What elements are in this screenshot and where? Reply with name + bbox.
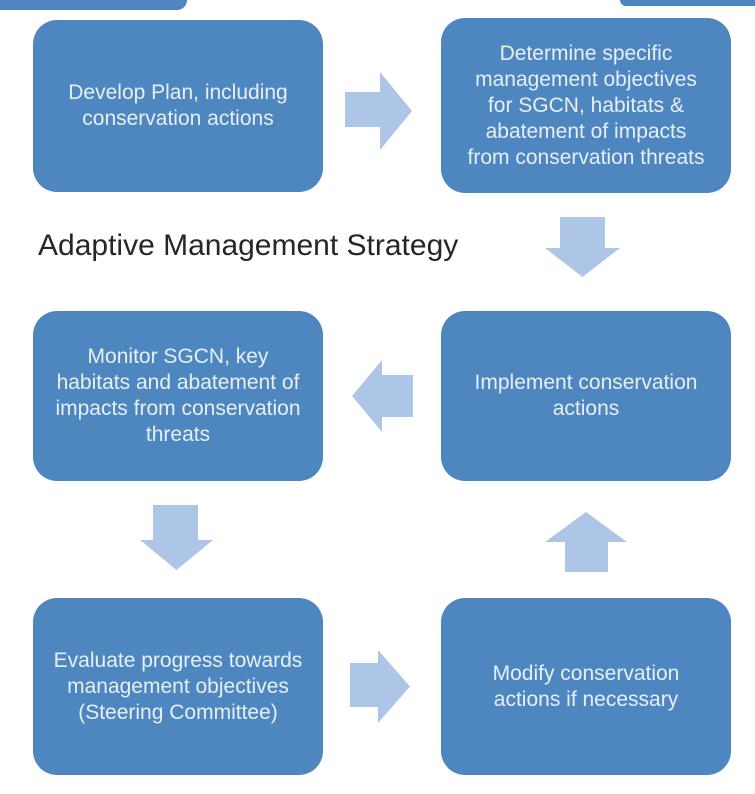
- cropped-shape-top-right: [620, 0, 755, 6]
- arrow-left-icon: [352, 360, 413, 432]
- arrow-right-shape: [350, 650, 410, 723]
- arrow-up-shape: [545, 512, 627, 572]
- arrow-down-shape: [545, 217, 620, 277]
- node-evaluate-progress: Evaluate progress towards management obj…: [33, 598, 323, 775]
- arrow-right-icon: [345, 72, 412, 150]
- arrow-down-icon: [545, 217, 620, 277]
- arrow-up-icon: [545, 512, 627, 572]
- node-determine-objectives: Determine specific management objectives…: [441, 18, 731, 193]
- diagram-title: Adaptive Management Strategy: [38, 229, 459, 262]
- node-develop-plan-label: Develop Plan, including conservation act…: [68, 81, 288, 130]
- node-determine-objectives-label: Determine specific management objectives…: [467, 41, 705, 169]
- node-evaluate-progress-label: Evaluate progress towards management obj…: [53, 648, 303, 724]
- node-modify-actions: Modify conservation actions if necessary: [441, 598, 731, 775]
- node-implement-actions-label: Implement conservation actions: [474, 371, 698, 420]
- arrow-down-shape: [140, 505, 213, 570]
- node-modify-actions-label: Modify conservation actions if necessary: [492, 661, 680, 711]
- cropped-shape-top-left: [0, 0, 187, 10]
- arrow-right-icon: [350, 650, 410, 723]
- arrow-down-icon: [140, 505, 213, 570]
- arrow-left-shape: [352, 360, 413, 432]
- node-develop-plan: Develop Plan, including conservation act…: [33, 20, 323, 192]
- arrow-right-shape: [345, 72, 412, 150]
- node-implement-actions: Implement conservation actions: [441, 311, 731, 481]
- node-monitor-sgcn: Monitor SGCN, key habitats and abatement…: [33, 311, 323, 481]
- node-monitor-sgcn-label: Monitor SGCN, key habitats and abatement…: [55, 345, 301, 446]
